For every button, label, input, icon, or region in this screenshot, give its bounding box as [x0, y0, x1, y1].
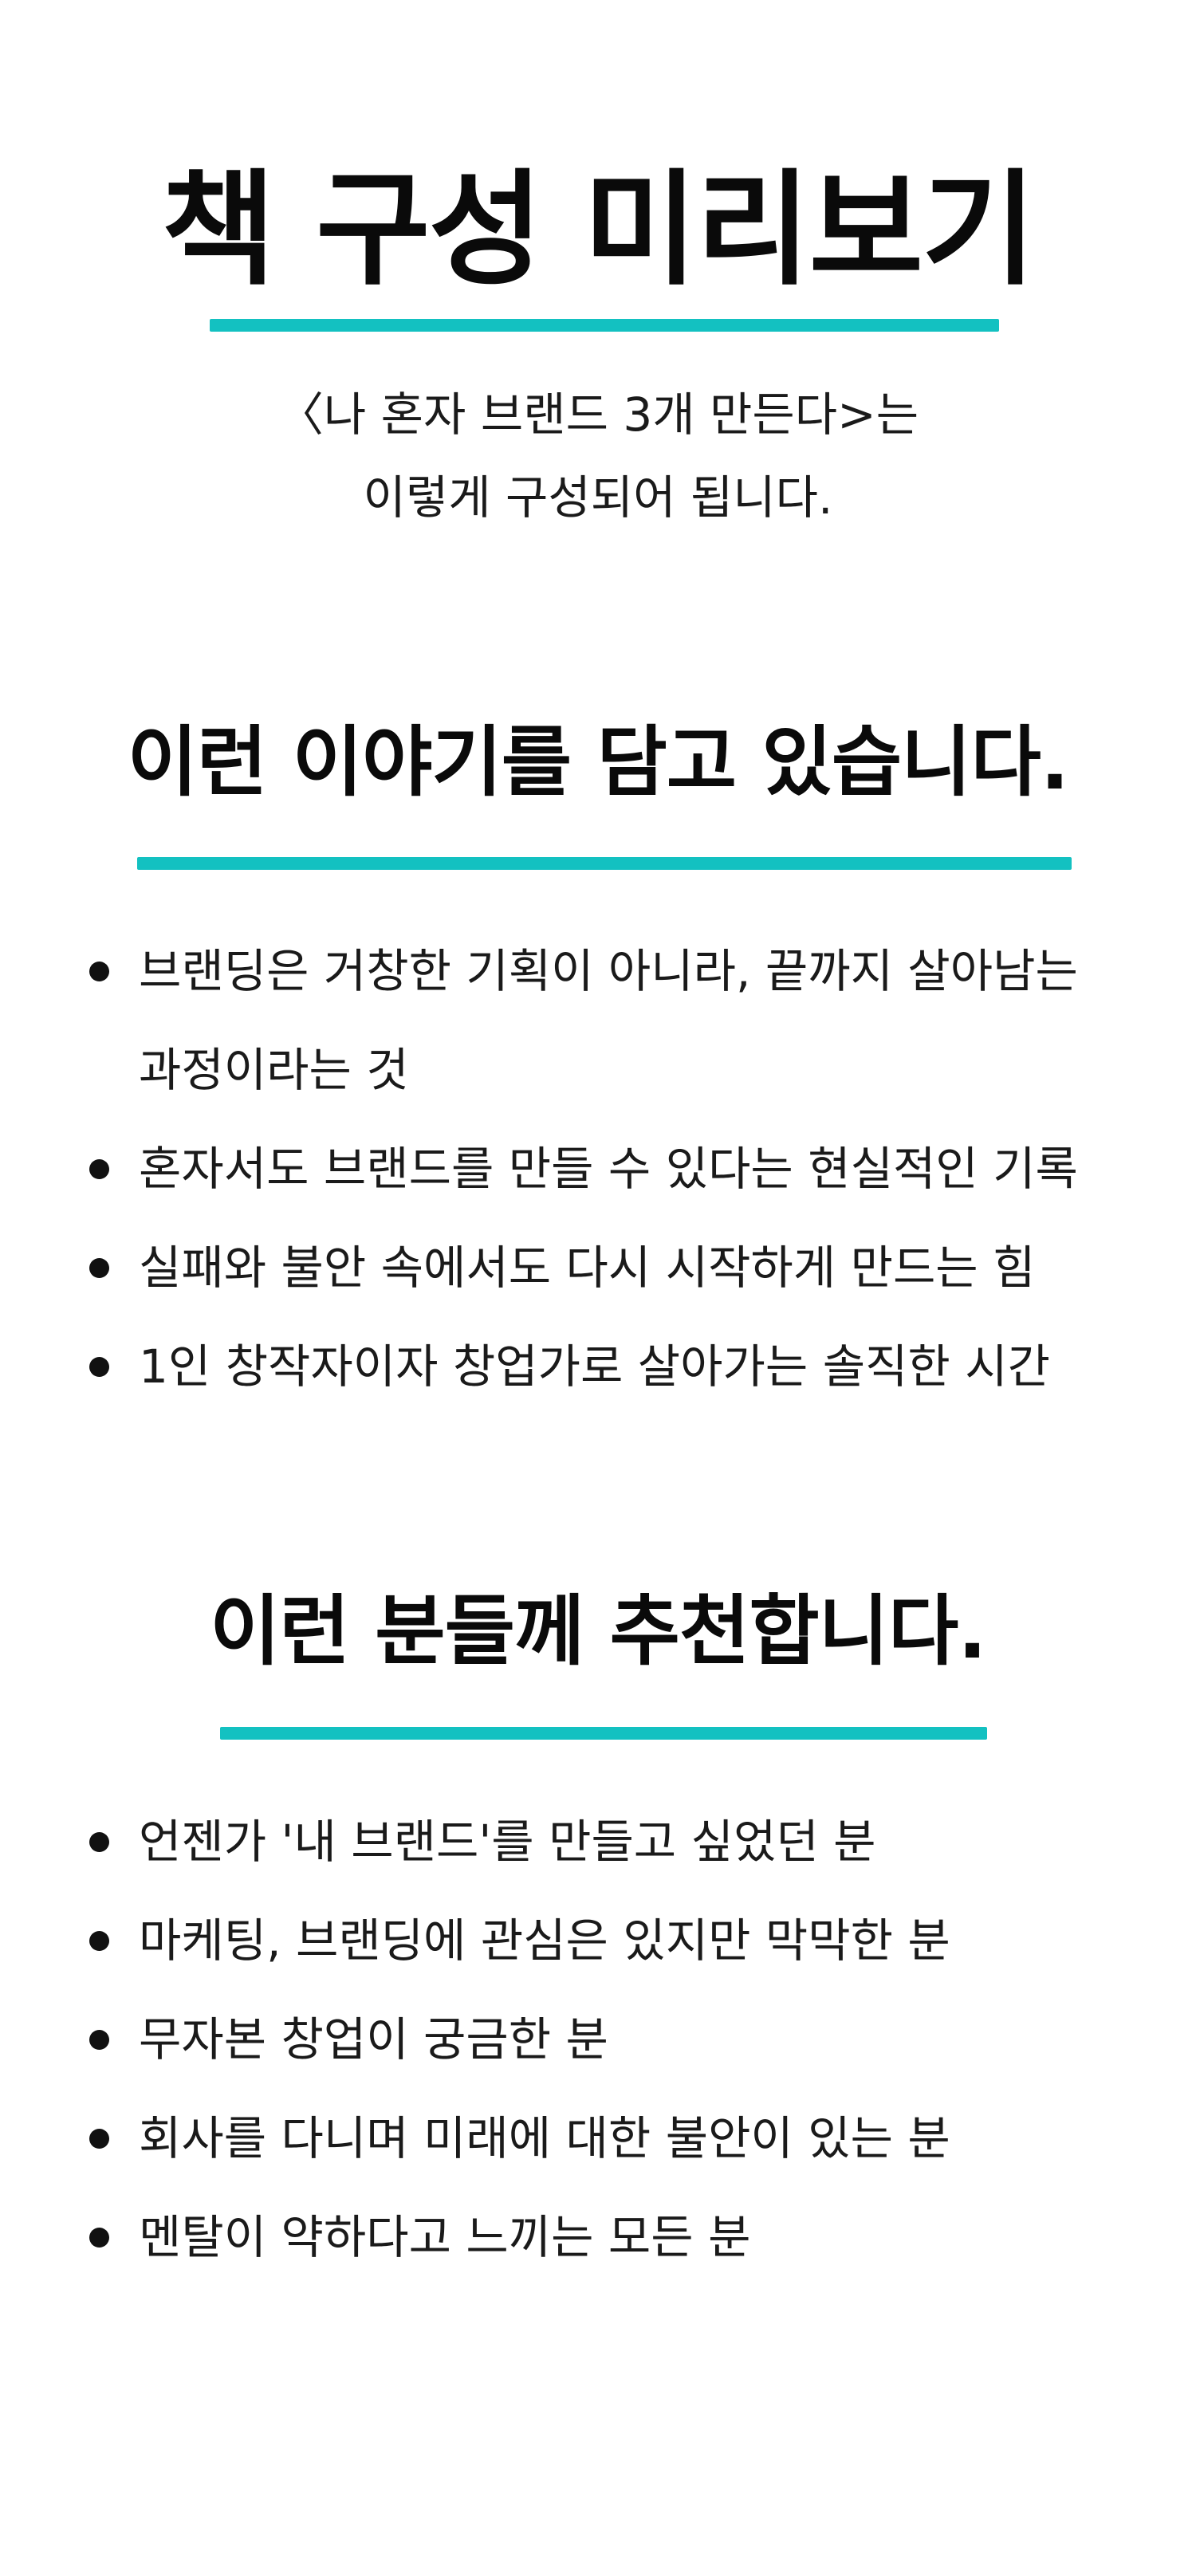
list-item-text: 언젠가 '내 브랜드'를 만들고 싶었던 분: [139, 1815, 876, 1869]
list-item: 무자본 창업이 궁금한 분: [88, 1990, 1116, 2089]
section-recommend-title: 이런 분들께 추천합니다.: [210, 1587, 987, 1676]
page-title: 책 구성 미리보기: [161, 157, 1036, 302]
list-item: 마케팅, 브랜딩에 관심은 있지만 막막한 분: [88, 1891, 1116, 1990]
section-recommend-underline: [220, 1727, 987, 1740]
bullet-icon: [89, 1159, 109, 1179]
list-item: 브랜딩은 거창한 기획이 아니라, 끝까지 살아남는 과정이라는 것: [88, 922, 1116, 1119]
list-item: 1인 창작자이자 창업가로 살아가는 솔직한 시간: [88, 1317, 1116, 1416]
list-item: 혼자서도 브랜드를 만들 수 있다는 현실적인 기록: [88, 1119, 1116, 1218]
bullet-icon: [89, 1931, 109, 1951]
list-item-text: 1인 창작자이자 창업가로 살아가는 솔직한 시간: [139, 1339, 1050, 1394]
bullet-icon: [89, 962, 109, 981]
list-item-text: 마케팅, 브랜딩에 관심은 있지만 막막한 분: [139, 1913, 950, 1968]
page-title-underline: [210, 319, 999, 332]
section-recommend-title-block: 이런 분들께 추천합니다.: [0, 1593, 1196, 1669]
list-item: 언젠가 '내 브랜드'를 만들고 싶었던 분: [88, 1792, 1116, 1891]
bullet-icon: [89, 2030, 109, 2050]
list-item-text: 브랜딩은 거창한 기획이 아니라, 끝까지 살아남는 과정이라는 것: [139, 944, 1078, 1097]
bullet-icon: [89, 2129, 109, 2149]
list-item-text: 혼자서도 브랜드를 만들 수 있다는 현실적인 기록: [139, 1142, 1078, 1196]
section-recommend-list: 언젠가 '내 브랜드'를 만들고 싶었던 분 마케팅, 브랜딩에 관심은 있지만…: [88, 1792, 1116, 2287]
intro-line-2: 이렇게 구성되어 됩니다.: [363, 470, 833, 525]
bullet-icon: [89, 1357, 109, 1377]
list-item: 멘탈이 약하다고 느끼는 모든 분: [88, 2188, 1116, 2287]
section-story-list: 브랜딩은 거창한 기획이 아니라, 끝까지 살아남는 과정이라는 것 혼자서도 …: [88, 922, 1116, 1416]
intro-text: 〈나 혼자 브랜드 3개 만든다>는 이렇게 구성되어 됩니다.: [0, 373, 1196, 539]
page-title-block: 책 구성 미리보기: [0, 167, 1196, 292]
list-item: 회사를 다니며 미래에 대한 불안이 있는 분: [88, 2089, 1116, 2188]
list-item-text: 실패와 불안 속에서도 다시 시작하게 만드는 힘: [139, 1241, 1036, 1295]
intro-line-1: 〈나 혼자 브랜드 3개 만든다>는: [277, 387, 919, 442]
section-story-title-block: 이런 이야기를 담고 있습니다.: [0, 724, 1196, 800]
list-item-text: 무자본 창업이 궁금한 분: [139, 2012, 608, 2067]
bullet-icon: [89, 2228, 109, 2248]
list-item: 실패와 불안 속에서도 다시 시작하게 만드는 힘: [88, 1218, 1116, 1317]
list-item-text: 멘탈이 약하다고 느끼는 모든 분: [139, 2210, 751, 2264]
section-story-title: 이런 이야기를 담고 있습니다.: [127, 718, 1070, 807]
list-item-text: 회사를 다니며 미래에 대한 불안이 있는 분: [139, 2111, 950, 2165]
section-story-underline: [137, 857, 1072, 870]
bullet-icon: [89, 1258, 109, 1278]
bullet-icon: [89, 1832, 109, 1852]
